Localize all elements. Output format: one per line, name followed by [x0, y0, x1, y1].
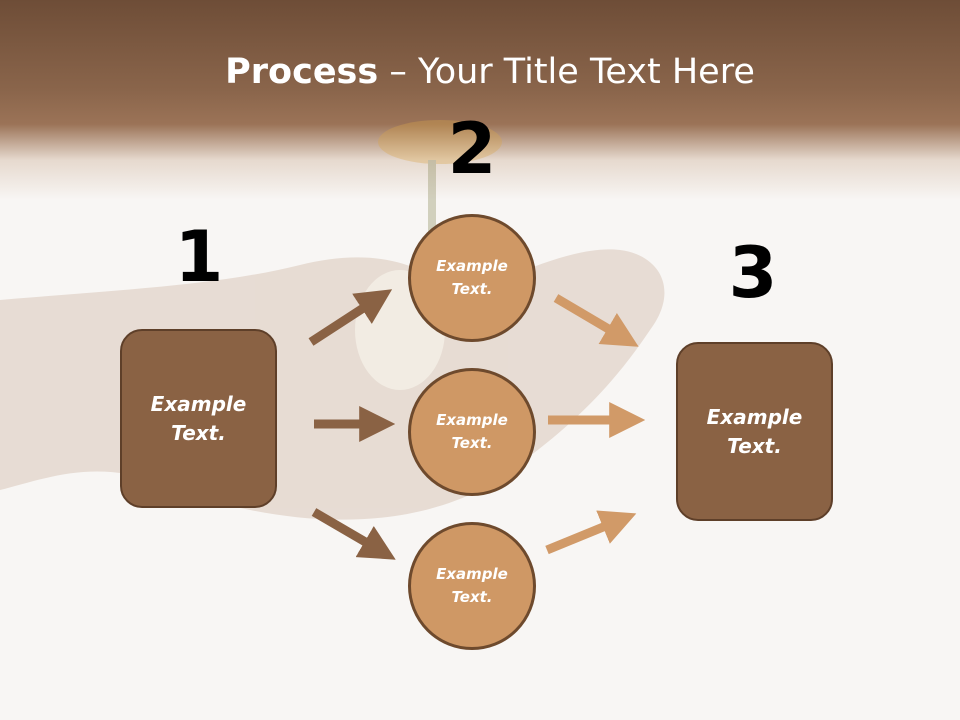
step-number-3: 3	[728, 232, 778, 314]
circle-bottom-text: Example Text.	[436, 565, 508, 606]
arrow-bottom-to-right	[545, 510, 637, 555]
arrow-left-to-top	[308, 289, 393, 346]
arrow-left-to-bottom	[311, 508, 396, 560]
title-banner	[0, 0, 960, 200]
circle-middle: Example Text.	[408, 368, 536, 496]
title-bold: Process	[225, 52, 379, 92]
step-number-2: 2	[447, 108, 497, 190]
left-box: Example Text.	[120, 329, 277, 508]
title-rest: – Your Title Text Here	[378, 52, 755, 92]
circle-top-text: Example Text.	[436, 257, 508, 298]
right-box-text: Example Text.	[706, 404, 803, 458]
circle-bottom: Example Text.	[408, 522, 536, 650]
step-number-1: 1	[174, 216, 224, 298]
right-box: Example Text.	[676, 342, 833, 521]
page-title: Process – Your Title Text Here	[0, 52, 960, 92]
circle-middle-text: Example Text.	[436, 411, 508, 452]
circle-top: Example Text.	[408, 214, 536, 342]
arrow-top-to-right	[553, 294, 639, 347]
flower-icon	[378, 120, 502, 164]
left-box-text: Example Text.	[150, 391, 247, 445]
